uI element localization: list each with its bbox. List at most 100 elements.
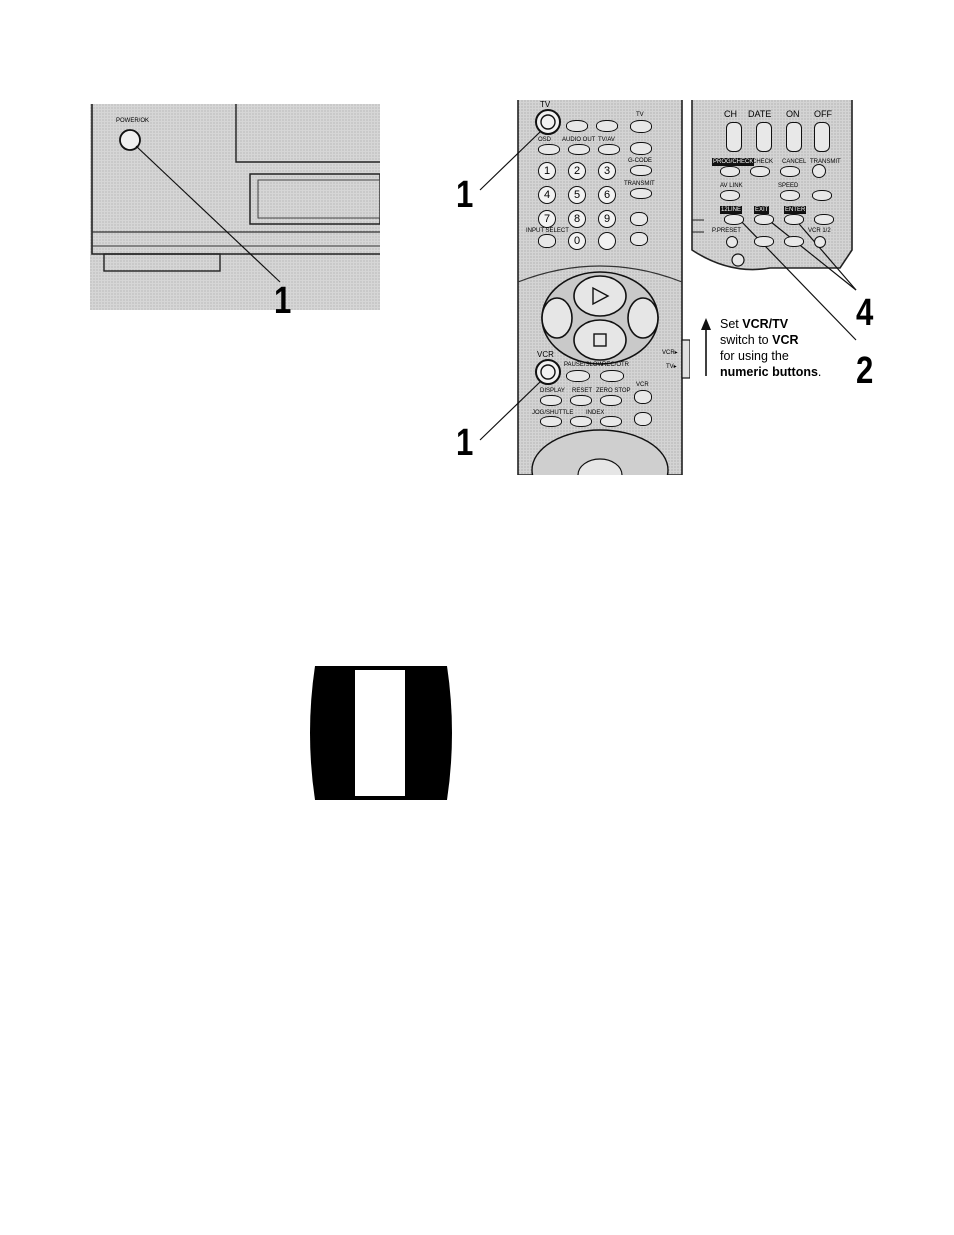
prog-check-label: PROG/CHECK [712,158,755,166]
power-label: POWER/OK [116,118,150,124]
note-line-3: for using the [720,349,789,363]
note-line-2: switch to VCR [720,333,799,347]
transmit-button[interactable] [630,188,652,199]
zero-stop-button[interactable] [600,395,622,406]
top-button-b[interactable] [596,120,618,132]
off-header: OFF [814,109,832,119]
switch-direction-arrow [701,318,711,376]
osd-button[interactable] [538,144,560,155]
enter-label: ENTER [784,206,807,214]
volume-down-button[interactable] [630,232,648,246]
digit-8-button[interactable]: 8 [568,210,586,228]
digit-2-button[interactable]: 2 [568,162,586,180]
side-button[interactable] [814,214,834,225]
digit-1-button[interactable]: 1 [538,162,556,180]
rec-otr-button[interactable] [600,370,624,382]
switch-tv-label: TV▸ [666,364,677,370]
display-label: DISPLAY [540,388,565,394]
blank-button-2[interactable] [784,236,804,247]
vcr12-button[interactable] [814,236,826,248]
note-line-4: numeric buttons. [720,365,822,379]
digit-5-button[interactable]: 5 [568,186,586,204]
note-line-1: Set VCR/TV [720,317,789,331]
vcr12-label: VCR 1/2 [808,228,831,234]
digit-9-button[interactable]: 9 [598,210,616,228]
vcr-tv-switch-note: Set VCR/TV switch to VCR for using the n… [720,316,850,380]
tv-av-label: TV/AV [598,137,615,143]
index-fwd-button[interactable] [600,416,622,427]
jog-shuttle-button[interactable] [540,416,562,427]
on-header: ON [786,109,800,119]
display-toggle-button[interactable] [598,232,616,250]
digit-3-button[interactable]: 3 [598,162,616,180]
ch-rocker[interactable] [726,122,742,152]
ch-header: CH [724,109,737,119]
display-button[interactable] [540,395,562,406]
gcode-label: G-CODE [628,158,652,164]
tv-ch-up-button[interactable] [630,120,652,133]
reset-button[interactable] [570,395,592,406]
input-select-button[interactable] [538,234,556,248]
index-label: INDEX [586,410,605,416]
preset-button[interactable] [726,236,738,248]
zero-stop-label: ZERO STOP [596,388,631,394]
tv-screen-drawing [310,664,452,802]
12line-label: 12LINE [720,206,743,214]
check-button[interactable] [750,166,770,177]
gcode-button[interactable] [630,165,652,176]
vcr-label: VCR [537,350,554,359]
speed-label: SPEED [778,183,799,189]
speed-button[interactable] [780,190,800,201]
blank-button-1[interactable] [754,236,774,247]
prog-check-button[interactable] [720,166,740,177]
volume-up-button[interactable] [630,212,648,226]
digit-6-button[interactable]: 6 [598,186,616,204]
jog-shuttle-label: JOG/SHUTTLE [532,410,574,416]
vcr-front-illustration: POWER/OK 1 [90,104,381,320]
tv-av-button[interactable] [598,144,620,155]
vcr-front-drawing [90,104,381,310]
av-link-label: AV LINK [720,183,743,189]
pause-slow-button[interactable] [566,370,590,382]
tv-ch-down-button[interactable] [630,142,652,155]
tv-label: TV [540,100,551,109]
enter-button[interactable] [784,214,804,225]
tv-ch-label: TV [636,112,644,118]
callout-1-vcr-power: 1 [456,422,474,464]
av-link-button[interactable] [720,190,740,201]
callout-1-tv-power: 1 [456,174,474,216]
callout-1-vcr-front: 1 [274,280,292,322]
off-rocker[interactable] [814,122,830,152]
reset-label: RESET [572,388,593,394]
vcr-ch-label: VCR [636,382,649,388]
vcr-tv-switch[interactable] [682,340,690,378]
digit-4-button[interactable]: 4 [538,186,556,204]
rec-label: REC/OTR [602,362,629,368]
audio-out-button[interactable] [568,144,590,155]
index-rev-button[interactable] [570,416,592,427]
transmit-label: TRANSMIT [624,181,655,187]
exit-button[interactable] [754,214,774,225]
switch-vcr-label: VCR▸ [662,350,678,356]
on-rocker[interactable] [786,122,802,152]
12line-button[interactable] [724,214,744,225]
cancel-button[interactable] [780,166,800,177]
top-button-a[interactable] [566,120,588,132]
extra-button[interactable] [812,190,832,201]
osd-label: OSD [538,137,552,143]
date-rocker[interactable] [756,122,772,152]
remote-panel-illustration: CH DATE ON OFF PROG/CHECK CHECK CANCEL T… [690,100,890,390]
digit-7-button[interactable]: 7 [538,210,556,228]
vcr-ch-up-button[interactable] [634,390,652,404]
pause-label: PAUSE/SLOW [564,362,604,368]
digit-0-button[interactable]: 0 [568,232,586,250]
transmit-panel-label: TRANSMIT [810,159,841,165]
audio-out-label: AUDIO OUT [562,137,596,143]
transmit-panel-button[interactable] [812,164,826,178]
remote-main-drawing [479,100,691,511]
preset-label: P.PRESET [712,228,741,234]
cancel-label: CANCEL [782,159,807,165]
exit-label: EXIT [754,206,770,214]
callout-2: 2 [856,350,874,392]
vcr-ch-down-button[interactable] [634,412,652,426]
